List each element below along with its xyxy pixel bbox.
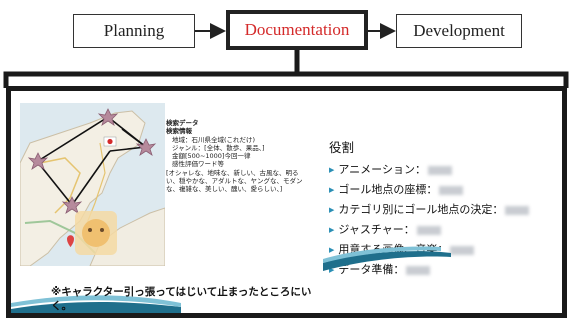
roles-title: 役割	[329, 140, 355, 155]
search-subtitle: 検索情報	[166, 127, 192, 136]
step-development: Development	[396, 14, 522, 48]
bracket-doc-to-slide	[3, 50, 569, 88]
step-development-label: Development	[413, 21, 505, 40]
redacted-name	[505, 205, 530, 215]
bullet-icon: ▶	[329, 206, 335, 214]
redacted-name	[427, 165, 452, 175]
redacted-name	[416, 225, 441, 235]
search-line: 感性評価ワード等	[172, 160, 224, 169]
search-line: 地域：石川県全域(これだけ)	[172, 135, 256, 144]
role-label: ゴール地点の座標：	[338, 183, 438, 196]
map-illustration	[20, 103, 165, 266]
step-documentation: Documentation	[226, 10, 368, 50]
role-item: ▶ジャスチャー：	[329, 220, 562, 240]
role-item: ▶ゴール地点の座標：	[329, 180, 562, 200]
role-label: データ準備：	[338, 263, 405, 276]
search-line: ジャンル：[全体、散歩、果品、]	[172, 143, 265, 152]
step-documentation-label: Documentation	[244, 20, 350, 39]
redacted-name	[439, 185, 464, 195]
role-item: ▶データ準備：	[329, 260, 562, 280]
slide-swooshes	[11, 246, 451, 313]
redacted-name	[450, 245, 475, 255]
slide-panel: 検索データ 検索情報 地域：石川県全域(これだけ) ジャンル：[全体、散歩、果品…	[6, 86, 567, 318]
search-line: 金額[500~1000]今回一律	[172, 152, 251, 161]
note-text: ※キャラクター引っ張ってはじいて止まったところにいく。	[51, 286, 312, 312]
bullet-icon: ▶	[329, 226, 335, 234]
bullet-icon: ▶	[329, 246, 335, 254]
role-label: カテゴリ別にゴール地点の決定：	[338, 203, 504, 216]
bullet-icon: ▶	[329, 266, 335, 274]
step-planning: Planning	[73, 14, 195, 48]
search-words: [オシャレな、地味な、新しい、古風な、明るい、穏やかな、アダルトな、ヤングな、モ…	[166, 168, 303, 194]
redacted-name	[406, 265, 431, 275]
roles-section: 役割 ▶アニメーション： ▶ゴール地点の座標： ▶カテゴリ別にゴール地点の決定：…	[329, 137, 562, 280]
step-planning-label: Planning	[103, 21, 165, 40]
bullet-icon: ▶	[329, 166, 335, 174]
search-title: 検索データ	[166, 119, 199, 127]
search-info: 検索データ 検索情報 地域：石川県全域(これだけ) ジャンル：[全体、散歩、果品…	[166, 119, 306, 194]
role-label: ジャスチャー：	[338, 223, 415, 236]
role-label: アニメーション：	[338, 163, 426, 176]
role-item: ▶アニメーション：	[329, 160, 562, 180]
role-item: ▶カテゴリ別にゴール地点の決定：	[329, 200, 562, 220]
bullet-icon: ▶	[329, 186, 335, 194]
